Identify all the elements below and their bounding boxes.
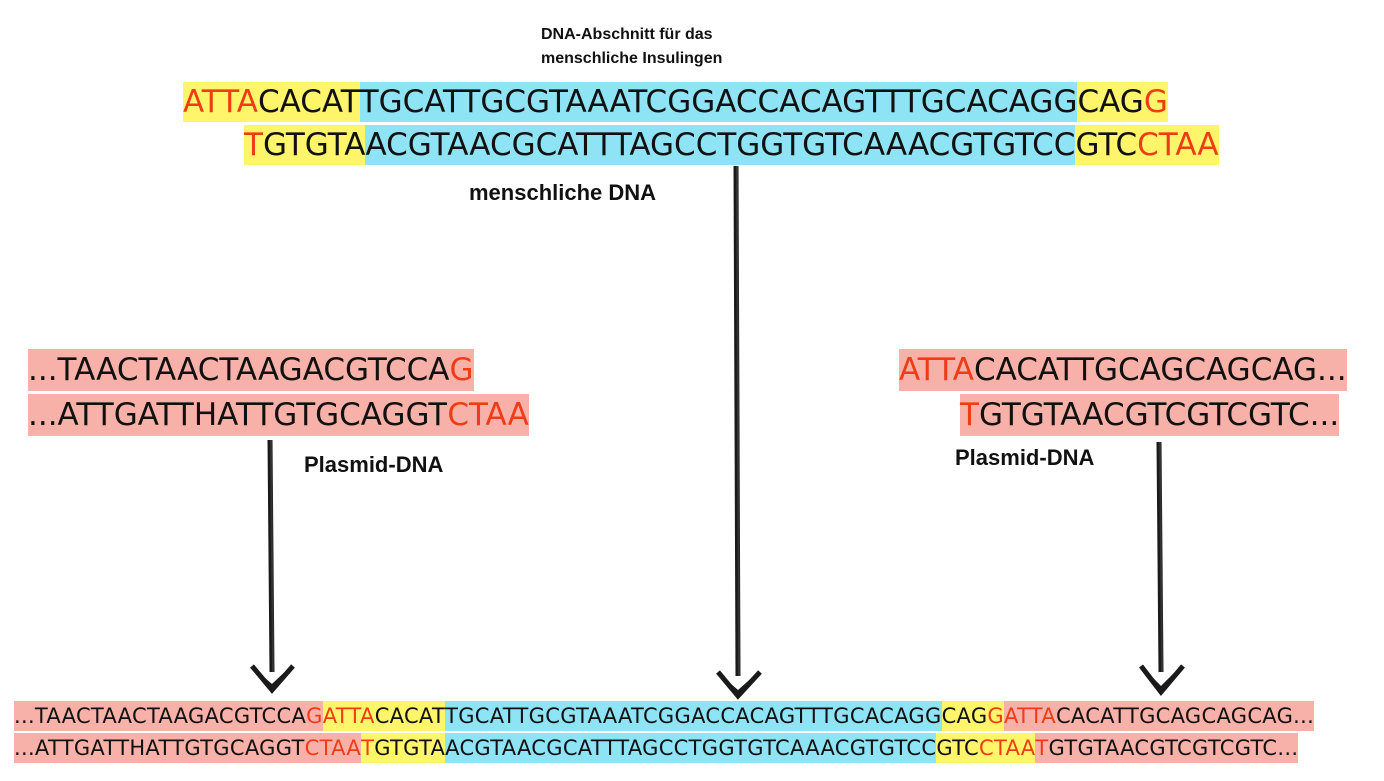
sequence-segment: CAG (941, 701, 988, 731)
human-dna-label: menschliche DNA (469, 180, 657, 205)
plasmid-right-label: Plasmid-DNA (955, 445, 1095, 470)
sequence-segment: ACGTAACGCATTTAGCCTGGTGTCAAACGTGTCC (445, 733, 937, 763)
insulin-gene-label-line1: DNA-Abschnitt für das (541, 26, 713, 43)
sticky-end-segment: G (449, 349, 474, 391)
sequence-segment: ACGTAACGCATTTAGCCTGGTGTCAAACGTGTCC (365, 125, 1076, 165)
sequence-segment: CACATTGCAGCAGCAG... (973, 349, 1347, 391)
sequence-segment: CACAT (374, 701, 446, 731)
plasmid-left-label: Plasmid-DNA (304, 452, 444, 477)
sequence-segment: TGCATTGCGTAAATCGGACCACAGTTTGCACAGG (359, 82, 1078, 122)
sequence-segment: GTC (936, 733, 980, 763)
sticky-end-segment: T (1035, 733, 1049, 763)
sticky-end-segment: CTAA (979, 733, 1036, 763)
sequence-segment: ...TAACTAACTAAGACGTCCA (14, 701, 307, 731)
sequence-segment: TGCATTGCGTAAATCGGACCACAGTTTGCACAGG (445, 701, 942, 731)
sequence-segment: GTGTA (374, 733, 446, 763)
sticky-end-segment: G (987, 701, 1004, 731)
sticky-end-segment: CTAA (304, 733, 362, 763)
sticky-end-segment: ATTA (899, 349, 974, 391)
sequence-segment: GTGTAACGTCGTCGTC... (978, 394, 1340, 436)
sticky-end-segment: ATTA (1003, 701, 1056, 731)
sequence-segment: CACATTGCAGCAGCAG... (1055, 701, 1315, 731)
sequence-segment: GTC (1075, 125, 1138, 165)
sequence-segment: GTGTAACGTCGTCGTC... (1048, 733, 1299, 763)
insulin-gene-label-line2: menschliche Insulingen (541, 50, 723, 67)
sticky-end-segment: T (960, 394, 979, 436)
sticky-end-segment: CTAA (1137, 125, 1219, 165)
sticky-end-segment: G (1143, 82, 1168, 122)
sticky-end-segment: T (244, 125, 263, 165)
arrow-plasmid-right (1139, 441, 1185, 696)
sticky-end-segment: T (361, 733, 375, 763)
sequence-segment: ...ATTGATTHATTGTGCAGGT (14, 733, 305, 763)
sequence-segment: ...ATTGATTHATTGTGCAGGT (28, 394, 448, 436)
sticky-end-segment: G (306, 701, 323, 731)
sticky-end-segment: CTAA (447, 394, 529, 436)
sequence-segment: ...TAACTAACTAAGACGTCCA (28, 349, 450, 391)
sequence-segment: GTGTA (262, 125, 366, 165)
sequence-segment: CACAT (257, 82, 360, 122)
sticky-end-segment: ATTA (322, 701, 375, 731)
sequence-segment: CAG (1077, 82, 1144, 122)
arrow-human-dna (716, 165, 762, 700)
sticky-end-segment: ATTA (183, 82, 258, 122)
arrow-plasmid-left (250, 439, 295, 694)
